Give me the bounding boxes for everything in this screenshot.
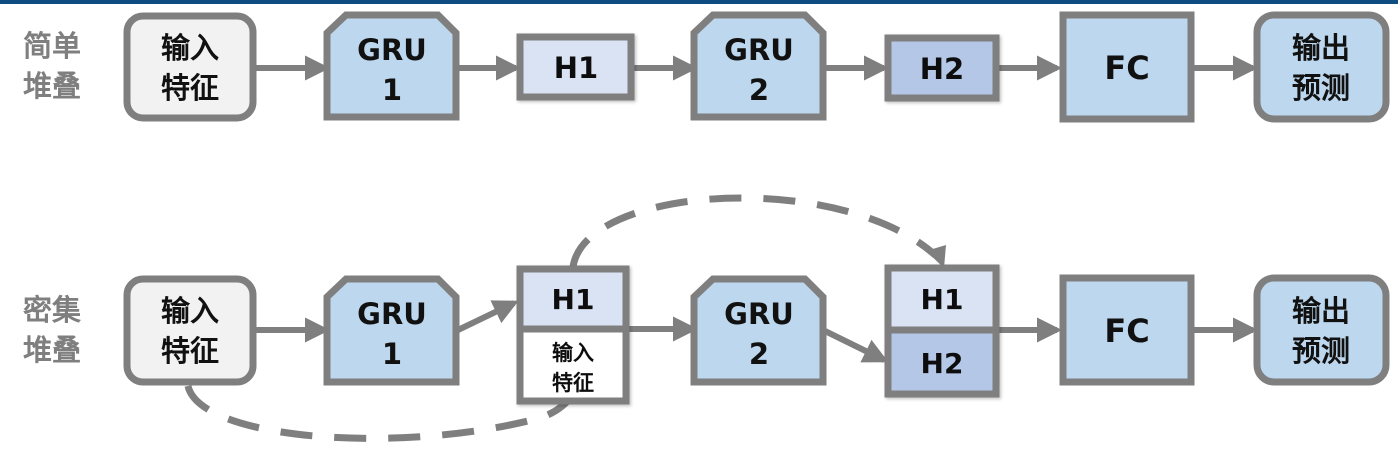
row-simple-stacking: 简单 堆叠 输入 特征 GRU 1 H1 GRU 2 xyxy=(23,11,1390,123)
concat2-top-label: H1 xyxy=(921,283,964,316)
row-label-line2: 堆叠 xyxy=(23,333,81,367)
row-label-line1: 简单 xyxy=(23,29,81,63)
node-gru-1: GRU 1 xyxy=(323,275,460,386)
node-label-line2: 1 xyxy=(382,337,402,371)
node-label-line2: 1 xyxy=(382,73,402,107)
row-label-line1: 密集 xyxy=(23,293,82,327)
node-hidden-h2: H2 xyxy=(884,34,1000,102)
node-fully-connected: FC xyxy=(1059,11,1195,123)
arrow-gru1-to-concat1 xyxy=(456,300,519,333)
node-label-line2: 2 xyxy=(749,73,769,107)
node-label-line2: 特征 xyxy=(161,334,219,368)
concat2-bottom-label: H2 xyxy=(921,347,964,380)
node-label: FC xyxy=(1104,49,1149,87)
concat1-bottom-cell xyxy=(516,325,630,405)
node-label: FC xyxy=(1104,312,1149,350)
node-gru-2: GRU 2 xyxy=(690,275,827,386)
node-output-prediction: 输出 预测 xyxy=(1253,11,1390,123)
node-label-line1: 输出 xyxy=(1292,31,1350,65)
row-label-line2: 堆叠 xyxy=(23,69,81,103)
node-label-line1: GRU xyxy=(357,297,427,331)
skip-connection-h1-to-concat2 xyxy=(569,194,938,268)
row-dense-stacking: 密集 堆叠 输入 特征 GRU 1 H1 输入 xyxy=(23,194,1390,442)
node-output-prediction: 输出 预测 xyxy=(1253,274,1390,386)
concat1-bottom-label-line1: 输入 xyxy=(552,341,594,365)
node-label-line2: 预测 xyxy=(1292,71,1350,105)
concat1-top-label: H1 xyxy=(552,283,595,316)
node-label-line2: 预测 xyxy=(1292,334,1350,368)
skip-arrowhead-h1 xyxy=(926,245,946,268)
node-input-features: 输入 特征 xyxy=(123,275,257,386)
concat2-top-cell xyxy=(884,264,1000,334)
node-hidden-h1: H1 xyxy=(516,33,635,101)
node-concat-h1-h2: H1 H2 xyxy=(884,264,1000,398)
node-label-line1: GRU xyxy=(724,33,794,67)
top-accent-bar xyxy=(0,0,1398,4)
node-label-line2: 2 xyxy=(749,337,769,371)
node-fully-connected: FC xyxy=(1059,274,1195,386)
node-label: H2 xyxy=(920,52,964,86)
node-concat-h1-input: H1 输入 特征 xyxy=(516,265,630,405)
node-gru-2: GRU 2 xyxy=(690,11,827,121)
node-label-line1: GRU xyxy=(724,297,794,331)
arrow-gru2-to-concat2 xyxy=(823,328,889,363)
node-label: H1 xyxy=(554,51,598,85)
skip-connection-input-to-concat1 xyxy=(184,384,575,442)
node-label-line2: 特征 xyxy=(161,71,219,105)
concat1-bottom-label-line2: 特征 xyxy=(552,371,594,395)
node-gru-1: GRU 1 xyxy=(323,11,460,121)
node-label-line1: 输入 xyxy=(161,31,219,65)
node-label-line1: 输出 xyxy=(1292,294,1350,328)
node-label-line1: GRU xyxy=(357,33,427,67)
node-label-line1: 输入 xyxy=(161,294,219,328)
node-input-features: 输入 特征 xyxy=(123,12,257,122)
concat2-bottom-cell xyxy=(884,326,1000,398)
